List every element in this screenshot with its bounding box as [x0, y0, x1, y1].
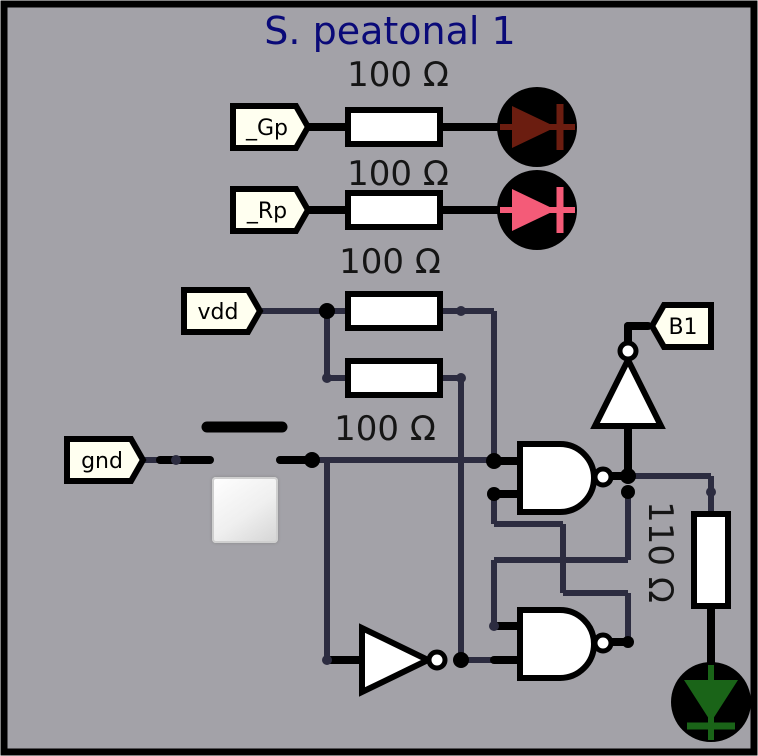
junction-dots — [171, 303, 716, 668]
led-red-signal[interactable] — [497, 170, 577, 250]
resistor-r4-value: 100 Ω — [334, 409, 436, 449]
pin-gp[interactable]: _Gp — [230, 103, 312, 151]
resistor-r5-value: 110 Ω — [640, 501, 680, 603]
nand-gate-icon — [517, 607, 597, 681]
pin-gnd[interactable]: gnd — [64, 436, 147, 484]
circuit-title: S. peatonal 1 — [264, 9, 515, 53]
pin-gnd-label: gnd — [81, 449, 123, 474]
push-button-icon[interactable] — [212, 477, 278, 543]
resistor-r4[interactable] — [345, 358, 443, 398]
pin-vdd-label: vdd — [198, 300, 239, 325]
nand-gate-lower[interactable] — [517, 607, 614, 681]
not-gate-icon — [359, 623, 435, 697]
resistor-r5[interactable] — [691, 511, 731, 609]
pin-rp-label: _Rp — [246, 199, 287, 224]
resistor-r3-value: 100 Ω — [339, 242, 441, 282]
resistor-r2-value: 100 Ω — [347, 154, 449, 194]
not-gate-icon — [590, 353, 666, 429]
resistor-r2[interactable] — [345, 190, 443, 230]
not-gate-b1[interactable] — [590, 340, 666, 429]
led-output[interactable] — [671, 662, 751, 742]
resistor-r1-value: 100 Ω — [347, 55, 449, 95]
resistors — [345, 107, 731, 609]
pin-b1[interactable]: B1 — [648, 302, 714, 350]
led-green-signal[interactable] — [497, 87, 577, 167]
pin-rp[interactable]: _Rp — [230, 186, 312, 234]
pin-gp-label: _Gp — [245, 116, 288, 141]
resistor-r3[interactable] — [345, 291, 443, 331]
resistor-r1[interactable] — [345, 107, 443, 147]
pin-vdd[interactable]: vdd — [181, 287, 264, 335]
nand-gate-icon — [517, 441, 597, 515]
not-gate-bottom[interactable] — [359, 623, 448, 697]
pin-b1-label: B1 — [668, 315, 697, 340]
nand-gate-upper[interactable] — [517, 441, 614, 515]
